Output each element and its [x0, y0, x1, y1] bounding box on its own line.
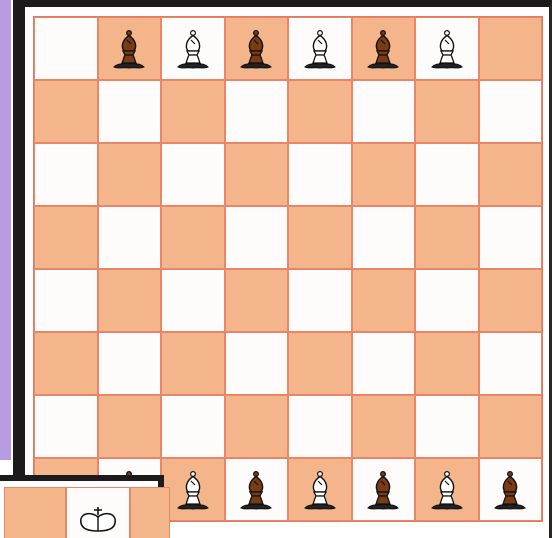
board-square[interactable] [34, 80, 98, 143]
board-square[interactable] [161, 143, 225, 206]
board-square[interactable] [288, 17, 352, 80]
board-square[interactable] [479, 206, 543, 269]
inset-square[interactable] [130, 487, 170, 538]
board-square[interactable] [352, 80, 416, 143]
board-square[interactable] [415, 17, 479, 80]
board-square[interactable] [98, 332, 162, 395]
board-square[interactable] [34, 332, 98, 395]
board-square[interactable] [415, 143, 479, 206]
board-square[interactable] [98, 269, 162, 332]
board-square[interactable] [161, 395, 225, 458]
board-square[interactable] [352, 269, 416, 332]
board-square[interactable] [352, 143, 416, 206]
board-square[interactable] [98, 80, 162, 143]
light-king-icon [73, 505, 123, 538]
light-bishop-icon [173, 468, 213, 512]
board-square[interactable] [161, 269, 225, 332]
board-square[interactable] [479, 395, 543, 458]
board-square[interactable] [34, 395, 98, 458]
board-square[interactable] [288, 458, 352, 521]
purple-strip [0, 0, 11, 460]
board-square[interactable] [415, 269, 479, 332]
dark-bishop-icon [363, 27, 403, 71]
board-square[interactable] [34, 17, 98, 80]
board-square[interactable] [161, 17, 225, 80]
light-bishop-icon [300, 27, 340, 71]
dark-bishop-icon [236, 27, 276, 71]
board-square[interactable] [352, 206, 416, 269]
board-square[interactable] [415, 395, 479, 458]
board-square[interactable] [225, 80, 289, 143]
board-square[interactable] [225, 332, 289, 395]
board-square[interactable] [479, 143, 543, 206]
board-square[interactable] [34, 269, 98, 332]
board-square[interactable] [479, 17, 543, 80]
board-square[interactable] [34, 206, 98, 269]
board-square[interactable] [161, 80, 225, 143]
board-square[interactable] [98, 395, 162, 458]
board-square[interactable] [415, 80, 479, 143]
board-square[interactable] [352, 458, 416, 521]
board-square[interactable] [288, 269, 352, 332]
board-square[interactable] [225, 269, 289, 332]
board-square[interactable] [415, 332, 479, 395]
board-square[interactable] [225, 206, 289, 269]
board-square[interactable] [225, 395, 289, 458]
board-square[interactable] [34, 143, 98, 206]
dark-bishop-icon [363, 468, 403, 512]
light-bishop-icon [173, 27, 213, 71]
inset-board [4, 487, 170, 538]
board-square[interactable] [225, 143, 289, 206]
light-bishop-icon [427, 468, 467, 512]
board-square[interactable] [479, 80, 543, 143]
board-square[interactable] [288, 143, 352, 206]
inset-board-frame [0, 475, 164, 538]
board-square[interactable] [479, 332, 543, 395]
dark-bishop-icon [109, 27, 149, 71]
board-square[interactable] [161, 206, 225, 269]
dark-bishop-icon [490, 468, 530, 512]
inset-square[interactable] [66, 487, 130, 538]
board-square[interactable] [352, 332, 416, 395]
board-square[interactable] [161, 332, 225, 395]
board-square[interactable] [288, 206, 352, 269]
light-bishop-icon [427, 27, 467, 71]
light-bishop-icon [300, 468, 340, 512]
board-square[interactable] [415, 458, 479, 521]
board-square[interactable] [288, 395, 352, 458]
chess-board [33, 16, 543, 522]
board-square[interactable] [98, 143, 162, 206]
inset-square[interactable] [4, 487, 66, 538]
board-square[interactable] [288, 332, 352, 395]
board-square[interactable] [479, 269, 543, 332]
board-square[interactable] [161, 458, 225, 521]
board-square[interactable] [98, 206, 162, 269]
board-square[interactable] [352, 17, 416, 80]
board-square[interactable] [98, 17, 162, 80]
board-square[interactable] [415, 206, 479, 269]
board-square[interactable] [288, 80, 352, 143]
board-square[interactable] [225, 17, 289, 80]
board-square[interactable] [225, 458, 289, 521]
dark-bishop-icon [236, 468, 276, 512]
board-square[interactable] [352, 395, 416, 458]
board-square[interactable] [479, 458, 543, 521]
